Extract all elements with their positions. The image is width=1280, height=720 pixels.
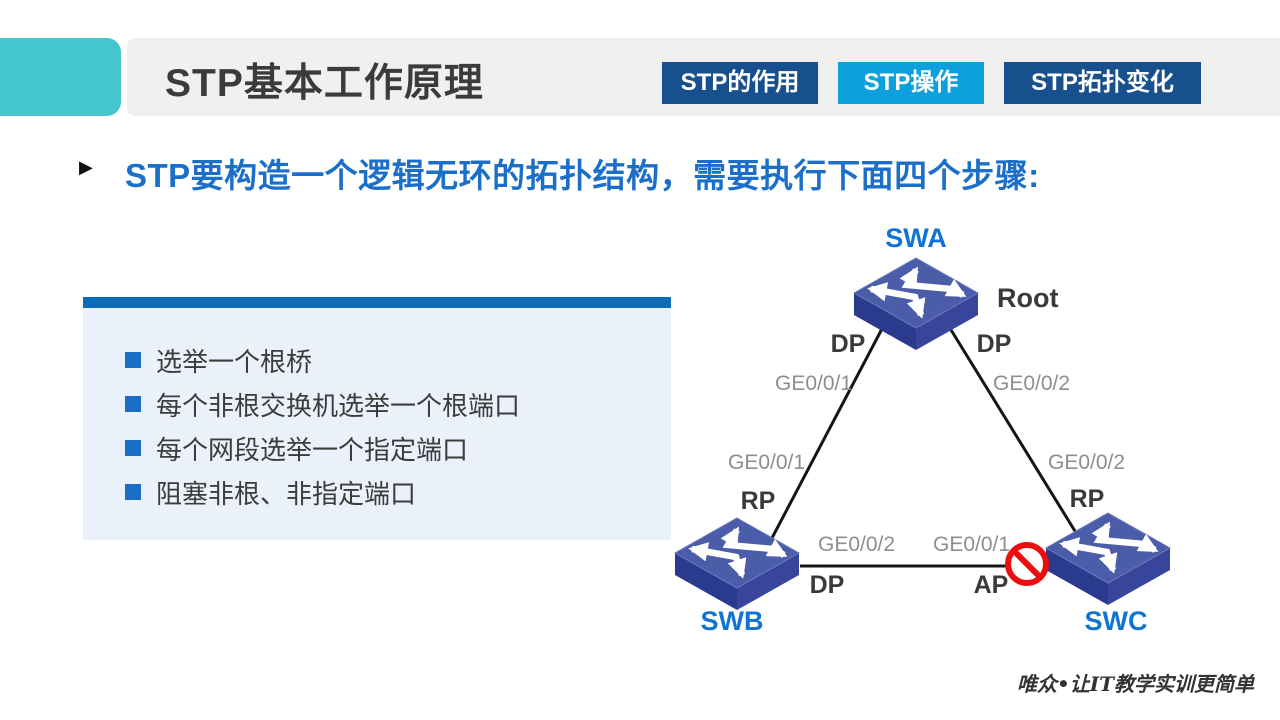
step-text: 每个非根交换机选举一个根端口 [156,390,521,421]
square-bullet-icon [125,352,141,368]
port-role-rp-swc: RP [1070,485,1105,513]
step-text: 选举一个根桥 [156,346,313,377]
steps-list: 选举一个根桥 每个非根交换机选举一个根端口 每个网段选举一个指定端口 阻塞非根、… [83,308,671,514]
step-item: 每个非根交换机选举一个根端口 [125,382,671,426]
port-role-ap-swc: AP [974,571,1009,599]
port-role-dp-swa-left: DP [831,330,866,358]
step-text: 每个网段选举一个指定端口 [156,434,469,465]
node-label-swb: SWB [701,606,764,636]
section-heading: STP要构造一个逻辑无环的拓扑结构，需要执行下面四个步骤: [125,157,1040,194]
port-role-rp-swb: RP [741,487,776,515]
if-label-swb-ge001: GE0/0/1 [728,451,805,474]
page-title: STP基本工作原理 [165,62,484,105]
square-bullet-icon [125,484,141,500]
brand-slogan: 唯众•让IT教学实训更简单 [1016,672,1254,696]
accent-block [0,38,121,116]
steps-panel: 选举一个根桥 每个非根交换机选举一个根端口 每个网段选举一个指定端口 阻塞非根、… [83,308,671,540]
if-label-swa-ge001: GE0/0/1 [775,372,852,395]
role-label-root: Root [997,283,1058,313]
square-bullet-icon [125,396,141,412]
port-role-dp-swb: DP [810,571,845,599]
node-label-swa: SWA [885,223,947,253]
step-item: 阻塞非根、非指定端口 [125,470,671,514]
tab-stp-topology-change[interactable]: STP拓扑变化 [1004,62,1201,104]
step-text: 阻塞非根、非指定端口 [156,478,417,509]
blocked-port-icon [1005,542,1049,586]
steps-panel-topbar [83,297,671,308]
tab-stp-operation[interactable]: STP操作 [838,62,984,104]
if-label-swa-ge002: GE0/0/2 [993,372,1070,395]
node-label-swc: SWC [1085,606,1148,636]
step-item: 每个网段选举一个指定端口 [125,426,671,470]
port-role-dp-swa-right: DP [977,330,1012,358]
switch-swa-icon [854,258,978,350]
if-label-swb-ge002: GE0/0/2 [818,533,895,556]
tab-stp-role[interactable]: STP的作用 [662,62,818,104]
step-item: 选举一个根桥 [125,338,671,382]
square-bullet-icon [125,440,141,456]
link-swa-swb [770,324,886,539]
switch-swb-icon [675,518,799,610]
if-label-swc-ge002: GE0/0/2 [1048,451,1125,474]
if-label-swc-ge001: GE0/0/1 [933,533,1010,556]
link-swa-swc [946,324,1080,537]
stp-topology-diagram: SWA Root SWB SWC DP DP RP RP DP AP GE0/0… [650,223,1280,636]
bullet-triangle-icon: ▶ [79,157,93,177]
switch-swc-icon [1046,513,1170,605]
